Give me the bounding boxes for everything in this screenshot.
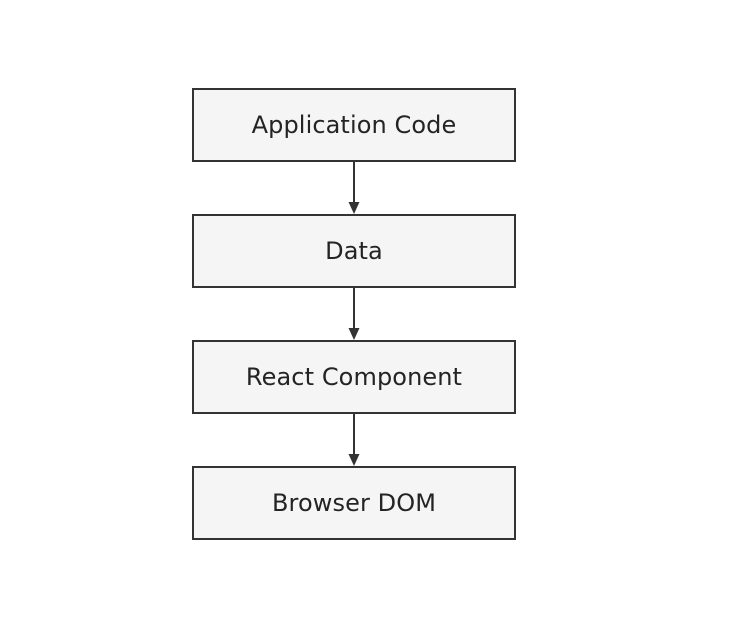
flowchart-node-column: Application Code Data React Componen xyxy=(192,88,516,540)
arrow-down-icon xyxy=(348,162,360,214)
flow-node-label: Browser DOM xyxy=(271,489,437,517)
arrow-down-icon xyxy=(348,288,360,340)
flow-node-react-component[interactable]: React Component xyxy=(192,340,516,414)
flow-node-label: Application Code xyxy=(251,111,457,139)
flow-node-data[interactable]: Data xyxy=(192,214,516,288)
flow-connector-react-component-to-browser-dom xyxy=(192,414,516,466)
flow-connector-application-code-to-data xyxy=(192,162,516,214)
flow-node-label: React Component xyxy=(245,363,463,391)
flow-node-label: Data xyxy=(325,237,383,265)
flow-node-application-code[interactable]: Application Code xyxy=(192,88,516,162)
flow-connector-data-to-react-component xyxy=(192,288,516,340)
arrow-down-icon xyxy=(348,414,360,466)
flow-node-browser-dom[interactable]: Browser DOM xyxy=(192,466,516,540)
